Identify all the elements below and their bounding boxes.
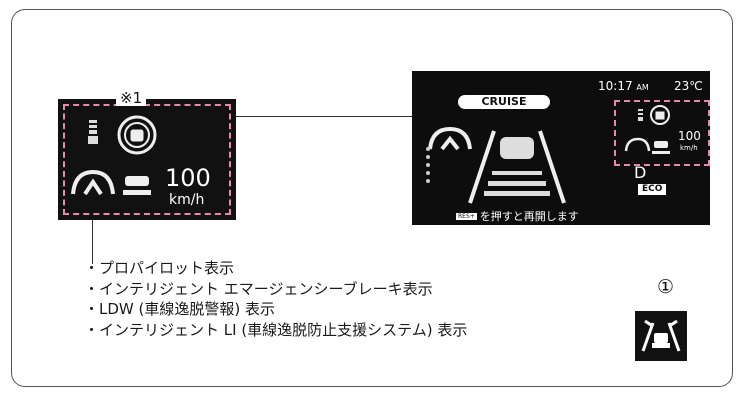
vehicle-ahead-icon [123,176,151,195]
lane-departure-icon [635,311,687,361]
zoom-speed: 100 [165,164,211,192]
highlight-border [63,104,231,215]
indicator-list: ・プロパイロット表示 ・インテリジェント エマージェンシーブレーキ表示 ・LDW… [84,258,467,340]
steering-small-icon [624,137,651,152]
resume-message: RES+を押すと再開します [456,210,579,223]
lane-lines [468,130,566,204]
leader-line [92,220,93,264]
highlight-area [614,100,710,166]
vehicle-radar-small-icon [650,105,670,125]
lane-departure-glyph [641,319,681,352]
vehicle-ahead-small-icon [652,141,670,154]
gear-indicator: D [634,163,647,182]
list-item: ・インテリジェント LI (車線逸脱防止支援システム) 表示 [84,320,468,339]
radar-small-icon [88,120,98,144]
zoom-unit: km/h [169,192,205,208]
vehicle-ahead-icon [484,137,550,196]
temperature: 23℃ [674,79,703,93]
zoomed-indicator-panel: 100 km/h [58,99,236,220]
zoom-icons [71,115,157,196]
steering-wheel-icon [71,169,115,196]
ref-number: ① [657,276,675,298]
list-item: ・インテリジェント エマージェンシーブレーキ表示 [84,279,433,298]
steering-wheel-icon [428,126,472,151]
eco-badge: ECO [638,184,667,195]
list-item: ・LDW (車線逸脱警報) 表示 [84,300,275,318]
res-button-label: RES+ [456,213,477,220]
display-unit: km/h [680,144,698,152]
cruise-badge: CRUISE [458,95,550,109]
radar-small-icon [638,109,643,121]
clock: 10:17 AM [598,79,649,93]
display-speed: 100 [678,129,701,143]
figure-frame [11,9,733,387]
road-graphic [426,105,670,204]
distance-dots [426,147,430,183]
meter-display: CRUISE 10:17 AM 23℃ 1 [412,71,710,225]
note-marker: ※1 [116,90,147,106]
vehicle-radar-icon [117,115,157,155]
list-item: ・プロパイロット表示 [84,259,235,277]
